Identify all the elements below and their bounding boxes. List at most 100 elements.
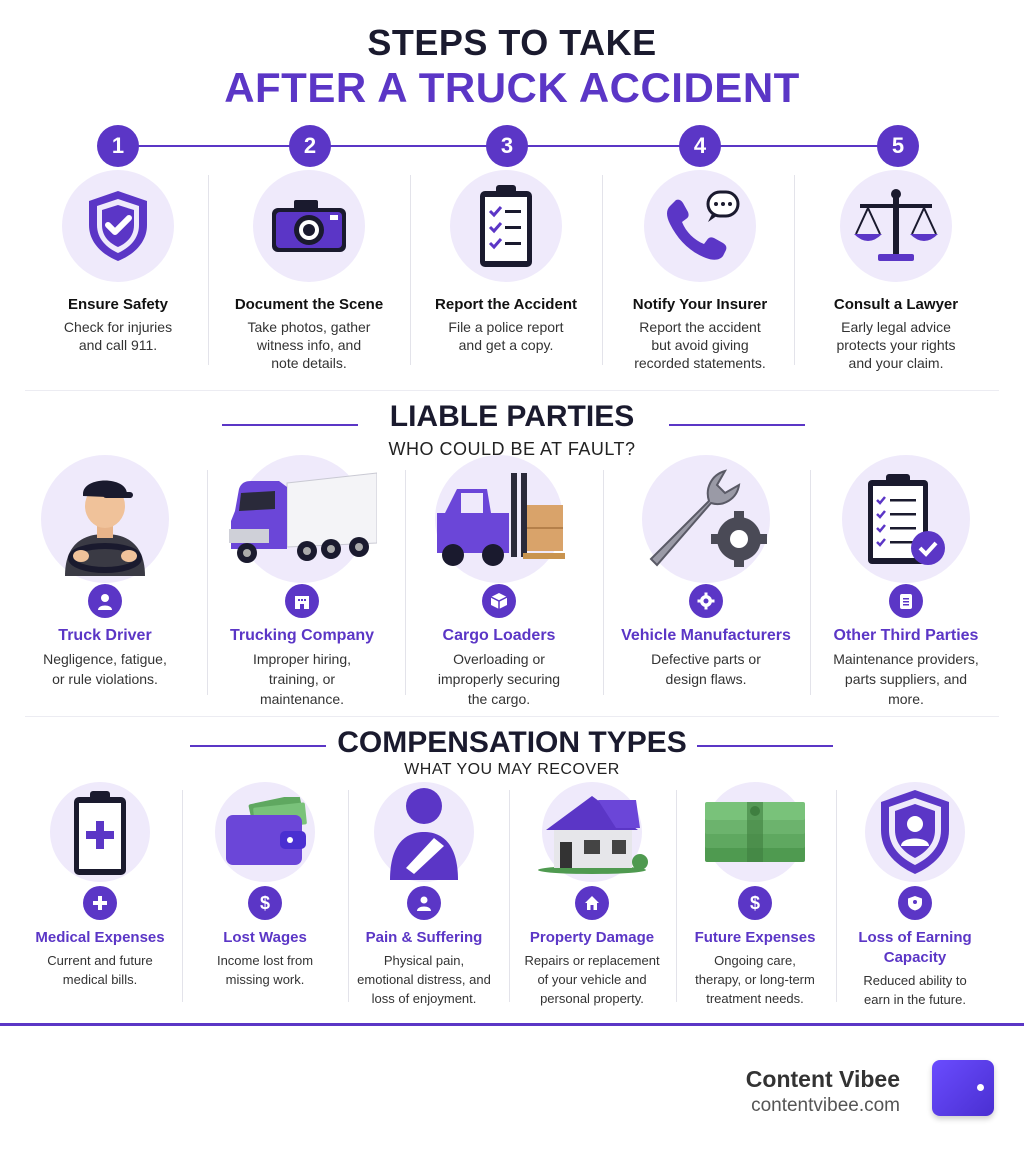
divider	[410, 175, 411, 365]
divider	[602, 175, 603, 365]
title-line-2: AFTER A TRUCK ACCIDENT	[224, 64, 800, 111]
wrench-gear-icon	[606, 455, 806, 583]
step-title: Report the Accident	[435, 296, 577, 313]
rule-right	[669, 424, 805, 426]
semi-truck-icon	[202, 455, 402, 583]
comp-title: Property Damage	[529, 929, 655, 946]
divider	[348, 790, 349, 1002]
divider	[208, 175, 209, 365]
rule-right	[697, 745, 833, 747]
party-title: Other Third Parties	[833, 627, 979, 644]
scales-icon	[840, 170, 952, 282]
party-title: Vehicle Manufacturers	[621, 627, 791, 644]
gear-icon	[689, 584, 723, 618]
divider	[794, 175, 795, 365]
step-number-3: 3	[486, 125, 528, 167]
section-divider	[25, 390, 999, 391]
step-number-1: 1	[97, 125, 139, 167]
forklift-icon	[399, 455, 599, 583]
comp-pain-suffering: Pain & Suffering Physical pain,emotional…	[340, 782, 508, 1008]
box-icon	[482, 584, 516, 618]
liable-subtitle: WHO COULD BE AT FAULT?	[388, 439, 636, 459]
comp-title: Lost Wages	[223, 929, 307, 946]
clipboard-checklist-icon	[450, 170, 562, 282]
party-desc: Negligence, fatigue,or rule violations.	[43, 651, 167, 687]
step-number-5: 5	[877, 125, 919, 167]
step-number-4: 4	[679, 125, 721, 167]
divider	[810, 470, 811, 695]
party-title: Cargo Loaders	[442, 627, 556, 644]
brand-url: contentvibee.com	[751, 1095, 900, 1116]
phone-chat-icon	[644, 170, 756, 282]
comp-title: Pain & Suffering	[365, 929, 483, 946]
step-title: Ensure Safety	[67, 296, 169, 313]
shield-icon	[898, 886, 932, 920]
person-icon	[88, 584, 122, 618]
shield-person-icon	[831, 782, 999, 882]
brand: Content Vibee contentvibee.com	[746, 1066, 900, 1117]
divider	[182, 790, 183, 1002]
dollar-icon: $	[248, 886, 282, 920]
party-other-third-parties: Other Third Parties Maintenance provider…	[806, 455, 1006, 709]
party-desc: Maintenance providers,parts suppliers, a…	[833, 651, 979, 707]
step-number-2: 2	[289, 125, 331, 167]
divider	[603, 470, 604, 695]
cash-stack-icon	[671, 782, 839, 882]
divider	[509, 790, 510, 1002]
checklist-icon	[806, 455, 1006, 583]
divider	[207, 470, 208, 695]
divider	[836, 790, 837, 1002]
title-line-1: STEPS TO TAKE	[367, 22, 657, 63]
comp-title: Medical Expenses	[35, 929, 165, 946]
dollar-icon: $	[738, 886, 772, 920]
party-vehicle-manufacturers: Vehicle Manufacturers Defective parts or…	[606, 455, 806, 689]
step-report-accident: Report the Accident File a police report…	[411, 170, 601, 354]
brand-name: Content Vibee	[745, 1066, 900, 1092]
home-icon	[575, 886, 609, 920]
party-truck-driver: Truck Driver Negligence, fatigue,or rule…	[5, 455, 205, 689]
comp-title: Future Expenses	[694, 929, 816, 946]
house-icon	[508, 782, 676, 882]
wallet-icon	[181, 782, 349, 882]
plus-icon	[83, 886, 117, 920]
liable-title: LIABLE PARTIES	[389, 400, 635, 433]
driver-icon	[5, 455, 205, 583]
shield-check-icon	[62, 170, 174, 282]
document-icon	[889, 584, 923, 618]
person-icon	[407, 886, 441, 920]
step-title: Document the Scene	[234, 296, 384, 313]
building-icon	[285, 584, 319, 618]
compensation-title: COMPENSATION TYPES	[337, 726, 687, 759]
injured-person-icon	[340, 782, 508, 882]
compensation-subtitle: WHAT YOU MAY RECOVER	[404, 761, 620, 778]
rule-left	[222, 424, 358, 426]
step-title: Notify Your Insurer	[632, 296, 768, 313]
party-title: Truck Driver	[58, 627, 152, 644]
section-divider	[25, 716, 999, 717]
medical-clipboard-icon	[16, 782, 184, 882]
